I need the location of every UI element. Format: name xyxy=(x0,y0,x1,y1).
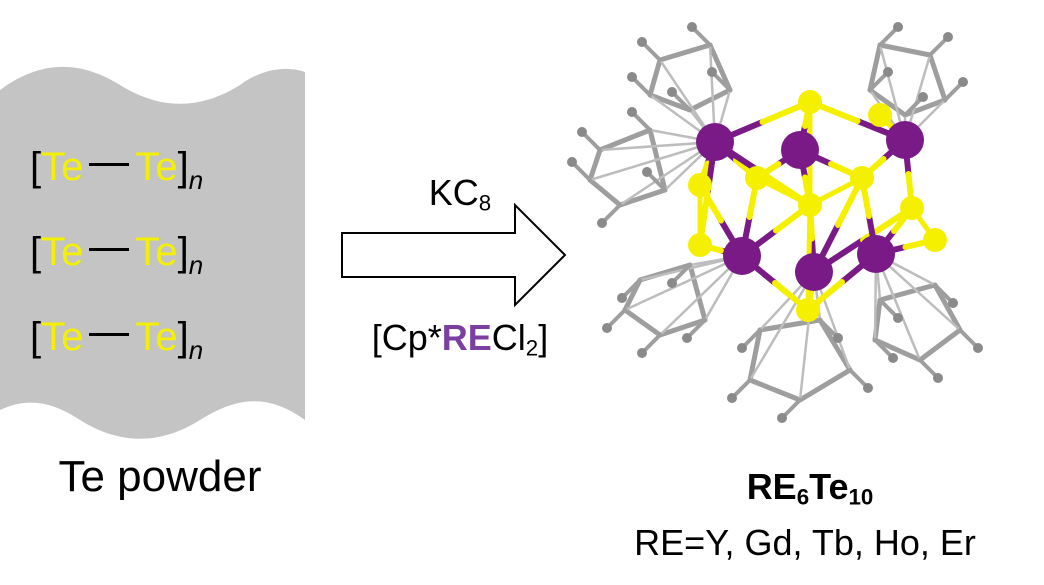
ligand-metal-bond xyxy=(623,254,744,312)
carbon-atom xyxy=(602,323,612,333)
ligand-bond xyxy=(867,87,908,118)
product-formula: RE6Te10 xyxy=(746,466,874,510)
carbon-atom xyxy=(943,32,953,42)
carbon-atom xyxy=(918,92,928,102)
te-powder-label: Te powder xyxy=(58,452,262,501)
carbon-atom xyxy=(707,67,717,77)
reagent-cp-re-cl2: [Cp*RECl2] xyxy=(371,317,549,361)
ligand-bond xyxy=(647,57,663,98)
carbon-atom xyxy=(597,218,607,228)
ligand-bond xyxy=(657,42,713,63)
ligand-bond xyxy=(597,127,653,153)
ligand-bond xyxy=(687,87,733,113)
ligand-bond xyxy=(817,317,853,373)
carbon-atom xyxy=(888,353,898,363)
cluster-structure xyxy=(567,22,983,423)
rare-earth-symbol: RE xyxy=(441,317,492,358)
ligand-bond xyxy=(877,42,933,58)
carbon-atom xyxy=(567,157,577,167)
carbon-atom xyxy=(682,333,692,343)
carbon-atom xyxy=(893,313,903,323)
carbon-atom xyxy=(727,393,737,403)
te-atom xyxy=(688,233,712,257)
re-atom xyxy=(696,123,734,161)
carbon-atom xyxy=(883,67,893,77)
te-atom xyxy=(798,90,822,114)
re-atom xyxy=(723,237,761,275)
ligand-bond xyxy=(657,317,708,338)
carbon-atom xyxy=(948,298,958,308)
ligand-metal-bond xyxy=(588,140,717,182)
te-atom xyxy=(796,298,820,322)
carbon-atom xyxy=(642,167,652,177)
carbon-atom xyxy=(577,127,587,137)
ligand-bond xyxy=(747,327,763,383)
ligand-bond xyxy=(917,327,963,363)
reaction-arrow xyxy=(341,202,567,308)
re-atom xyxy=(795,253,833,291)
ligand-bond xyxy=(747,377,803,403)
re-atom xyxy=(886,121,924,159)
ligand-bond xyxy=(867,42,883,93)
carbon-atom xyxy=(627,72,637,82)
carbon-atom xyxy=(958,77,968,87)
carbon-atom xyxy=(833,333,843,343)
ligand-bond xyxy=(927,52,948,103)
te-atom xyxy=(798,193,822,217)
ligand-bond xyxy=(872,337,923,363)
carbon-atom xyxy=(617,293,627,303)
ligand-bond xyxy=(877,282,938,303)
carbon-atom xyxy=(933,373,943,383)
ligand-metal-bond xyxy=(748,270,816,382)
ligand-metal-bond xyxy=(874,252,922,362)
re-atom xyxy=(857,235,895,273)
reagent-kc8: KC8 xyxy=(428,172,492,216)
ligand-bond xyxy=(622,307,663,338)
carbon-atom xyxy=(893,22,903,32)
carbon-atom xyxy=(777,413,787,423)
carbon-atom xyxy=(863,383,873,393)
te-powder-background xyxy=(0,66,305,439)
carbon-atom xyxy=(737,343,747,353)
ligand-bond xyxy=(797,367,853,403)
ligand-bond xyxy=(587,177,623,208)
carbon-atom xyxy=(687,22,697,32)
te-atom xyxy=(688,173,712,197)
carbon-atom xyxy=(667,278,677,288)
carbon-atom xyxy=(637,37,647,47)
rare-earth-list: RE=Y, Gd, Tb, Ho, Er xyxy=(634,522,976,563)
re-atom xyxy=(781,131,819,169)
carbon-atom xyxy=(667,87,677,97)
ligand-bond xyxy=(707,42,733,93)
te-atom xyxy=(900,196,924,220)
te-atom xyxy=(850,166,874,190)
ligand-bond xyxy=(587,147,603,183)
carbon-atom xyxy=(627,107,637,117)
ligand-bond xyxy=(687,262,708,323)
te-atom xyxy=(868,103,892,127)
carbon-atom xyxy=(973,343,983,353)
ligand-bond xyxy=(902,97,948,118)
ligand-bond xyxy=(647,92,693,113)
ligand-bond xyxy=(617,187,668,208)
ligand-metal-bond xyxy=(598,140,717,152)
carbon-atom xyxy=(637,348,647,358)
ligand-bond xyxy=(932,282,963,333)
te-atom xyxy=(923,228,947,252)
te-atom xyxy=(745,166,769,190)
